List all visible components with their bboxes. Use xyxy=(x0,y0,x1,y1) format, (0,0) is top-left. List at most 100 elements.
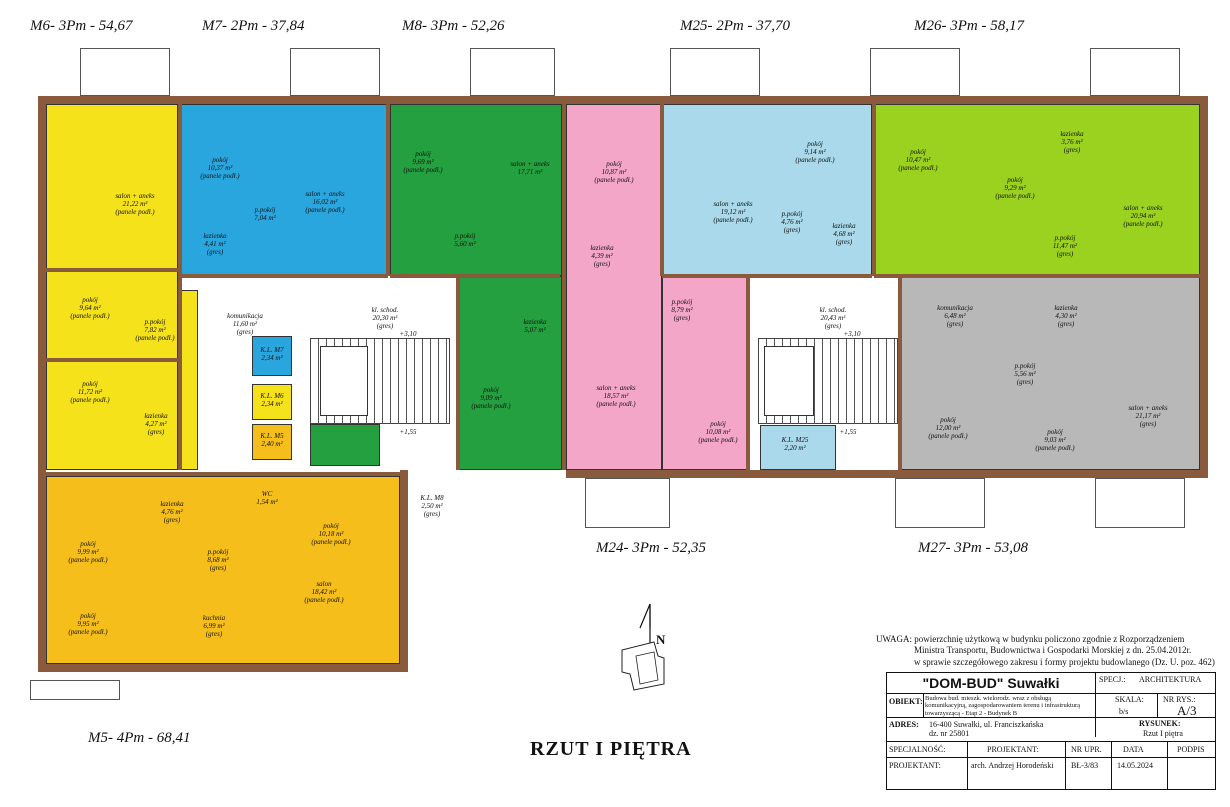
specjalnosc-label: SPECJALNOŚĆ: xyxy=(889,745,946,754)
room-kl-m6: K.L. M6 2,34 m² xyxy=(260,392,284,409)
skala-label: SKALA: xyxy=(1115,695,1144,704)
room-m24-pp: p.pokój 8,79 m² (gres) xyxy=(671,298,693,323)
apartment-label-m27: M27- 3Pm - 53,08 xyxy=(918,540,1028,556)
title-block: "DOM-BUD" Suwałki SPECJ.: ARCHITEKTURA O… xyxy=(886,672,1216,790)
room-m5-pp: p.pokój 8,68 m² (gres) xyxy=(207,548,229,573)
room-m24-salon: salon + aneks 18,57 m² (panele podł.) xyxy=(596,384,636,409)
nr-upr-value: BŁ-3/83 xyxy=(1071,761,1099,770)
level-mark: +1,55 xyxy=(399,428,417,436)
exterior-wall xyxy=(1200,96,1208,476)
room-m27-pokoj2: pokój 9,03 m² (panele podł.) xyxy=(1035,428,1075,453)
dz-value: dz. nr 25801 xyxy=(929,729,970,738)
note-line-3: w sprawie szczegółowego zakresu i formy … xyxy=(914,656,1215,667)
room-m7-salon: salon + aneks 16,02 m² (panele podł.) xyxy=(305,190,345,215)
projektant-header: PROJEKTANT: xyxy=(987,745,1039,754)
room-m7-pp: p.pokój 7,04 m² xyxy=(254,206,276,223)
exterior-wall xyxy=(400,470,408,670)
interior-wall xyxy=(46,358,178,362)
room-m8-laz: łazienka 5,07 m² xyxy=(523,318,547,335)
room-m25-pp: p.pokój 4,76 m² (gres) xyxy=(781,210,803,235)
room-m24-pokoj2: pokój 10,08 m² (panele podł.) xyxy=(698,420,738,445)
room-m8-pokoj2: pokój 9,09 m² (panele podł.) xyxy=(471,386,511,411)
interior-wall xyxy=(746,276,750,470)
obiekt-label: OBIEKT: xyxy=(889,697,923,706)
interior-wall xyxy=(180,274,388,278)
room-kl-m5: K.L. M5 2,40 m² xyxy=(260,432,284,449)
room-m6-pp: p.pokój 7,82 m² (panele podł.) xyxy=(135,318,175,343)
balcony xyxy=(670,48,760,96)
exterior-wall xyxy=(566,470,1208,478)
projektant-label: PROJEKTANT: xyxy=(889,761,941,770)
balcony xyxy=(585,478,670,528)
nr-rys-label: NR RYS.: xyxy=(1163,695,1196,704)
interior-wall xyxy=(874,274,1200,278)
interior-wall xyxy=(46,472,400,476)
room-m26-pokoj2: pokój 9,29 m² (panele podł.) xyxy=(995,176,1035,201)
balcony xyxy=(1095,478,1185,528)
apartment-m24 xyxy=(566,104,662,470)
level-mark: +1,55 xyxy=(839,428,857,436)
room-kl-m7: K.L. M7 2,34 m² xyxy=(260,346,284,363)
room-m5-laz: łazienka 4,76 m² (gres) xyxy=(160,500,184,525)
room-m27-laz: łazienka 4,30 m² (gres) xyxy=(1054,304,1078,329)
room-m26-laz: łazienka 3,76 m² (gres) xyxy=(1060,130,1084,155)
rysunek-value: Rzut I piętra xyxy=(1143,729,1183,738)
room-m5-pokoj2: pokój 10,18 m² (panele podł.) xyxy=(311,522,351,547)
apartment-m25 xyxy=(662,104,872,276)
interior-wall xyxy=(178,104,182,470)
interior-wall xyxy=(662,274,872,278)
apartment-label-m26: M26- 3Pm - 58,17 xyxy=(914,18,1024,34)
balcony xyxy=(870,48,960,96)
room-m7-laz: łazienka 4,41 m² (gres) xyxy=(203,232,227,257)
obiekt-value: Budowa bud. mieszk. wielorodz. wraz z ob… xyxy=(925,695,1081,717)
apartment-label-m25: M25- 2Pm - 37,70 xyxy=(680,18,790,34)
room-komunikacja-1: komunikacja 11,60 m² (gres) xyxy=(227,312,263,337)
room-m26-pokoj: pokój 10,47 m² (panele podł.) xyxy=(898,148,938,173)
exterior-wall xyxy=(38,96,1208,104)
room-m8-pp: p.pokój 5,60 m² xyxy=(454,232,476,249)
interior-wall xyxy=(660,104,664,276)
interior-wall xyxy=(872,104,876,276)
site-plan-icon xyxy=(621,641,665,691)
note-uwaga: UWAGA: powierzchnię użytkową w budynku p… xyxy=(876,634,1216,668)
room-m6-pokoj1: pokój 9,64 m² (panele podł.) xyxy=(70,296,110,321)
room-m8-pokoj: pokój 9,69 m² (panele podł.) xyxy=(403,150,443,175)
room-m27-salon: salon + aneks 21,17 m² (gres) xyxy=(1128,404,1168,429)
room-m25-salon: salon + aneks 19,12 m² (panele podł.) xyxy=(713,200,753,225)
level-mark: +3,10 xyxy=(399,330,417,338)
room-m6-pokoj2: pokój 11,72 m² (panele podł.) xyxy=(70,380,110,405)
room-m5-pokoj1: pokój 9,99 m² (panele podł.) xyxy=(68,540,108,565)
room-m5-salon: salon 18,42 m² (panele podł.) xyxy=(304,580,344,605)
projektant-value: arch. Andrzej Horodeński xyxy=(971,761,1054,770)
apartment-label-m7: M7- 2Pm - 37,84 xyxy=(202,18,305,34)
storage-kl-m6 xyxy=(252,384,292,420)
room-m27-pokoj: pokój 12,00 m² (panele podł.) xyxy=(928,416,968,441)
apartment-m8-lower xyxy=(458,276,562,470)
nr-upr-header: NR UPR. xyxy=(1071,745,1102,754)
balcony xyxy=(290,48,380,96)
room-m25-laz: łazienka 4,68 m² (gres) xyxy=(832,222,856,247)
elevator-right xyxy=(764,346,814,416)
interior-wall xyxy=(898,276,902,470)
interior-wall xyxy=(390,274,560,278)
room-m8-salon: salon + aneks 17,71 m² xyxy=(510,160,550,177)
storage-kl-m5 xyxy=(252,424,292,460)
note-line-2: Ministra Transportu, Budownictwa i Gospo… xyxy=(914,645,1192,656)
room-m6-salon: salon + aneks 21,22 m² (panele podł.) xyxy=(115,192,155,217)
room-m24-pokoj: pokój 10,87 m² (panele podł.) xyxy=(594,160,634,185)
apartment-kl-m25 xyxy=(760,425,836,470)
apartment-m6 xyxy=(46,104,178,470)
apartment-m24-lower xyxy=(662,276,748,470)
storage-kl-m8 xyxy=(310,424,380,466)
level-mark: +3,10 xyxy=(843,330,861,338)
balcony xyxy=(1090,48,1180,96)
room-klatka-schodowa-2: kl. schod. 20,43 m² (gres) xyxy=(819,306,847,331)
elevator-left xyxy=(320,346,368,416)
spec-value: ARCHITEKTURA xyxy=(1139,675,1202,684)
room-m5-pokoj3: pokój 9,95 m² (panele podł.) xyxy=(68,612,108,637)
data-value: 14.05.2024 xyxy=(1117,761,1153,770)
room-m7-pokoj: pokój 10,37 m² (panele podł.) xyxy=(200,156,240,181)
balcony xyxy=(30,680,120,700)
room-m24-laz: łazienka 4,39 m² (gres) xyxy=(590,244,614,269)
interior-wall xyxy=(46,268,178,272)
